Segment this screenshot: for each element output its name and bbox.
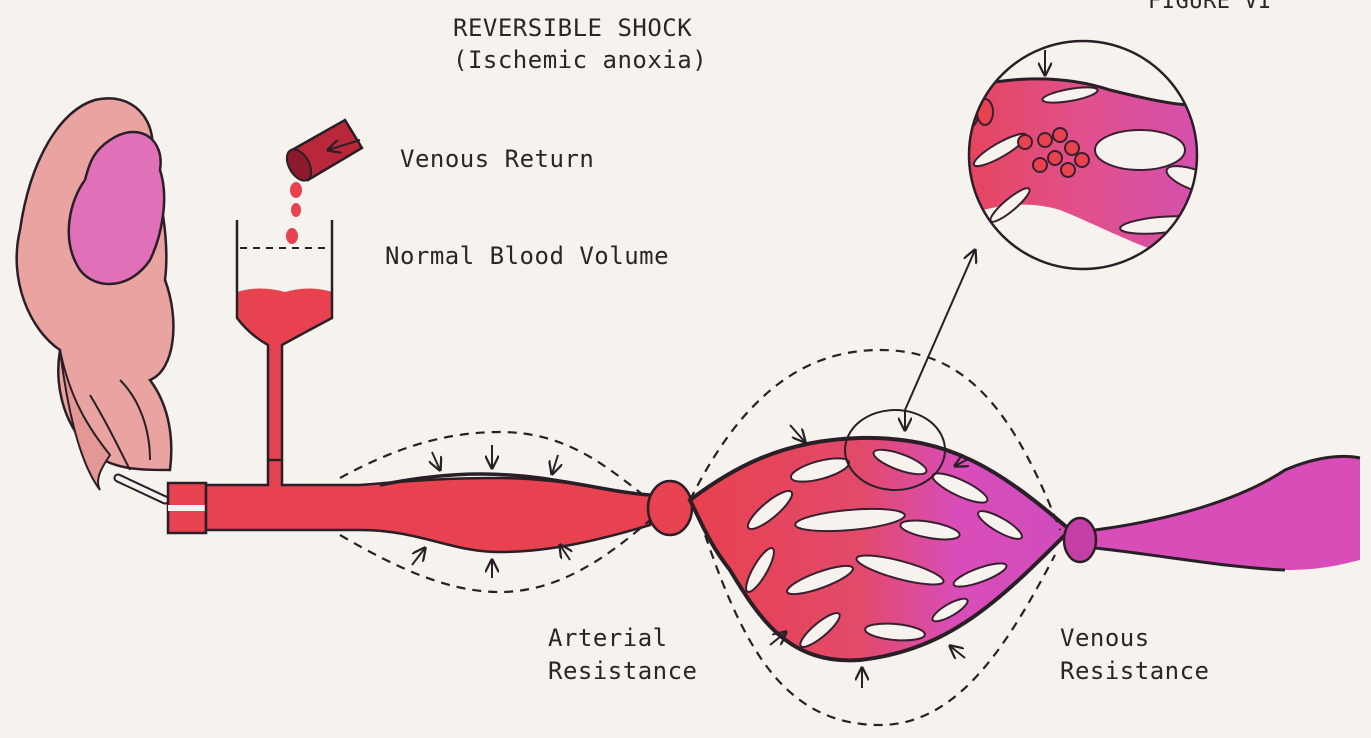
label-venous-resistance-2: Resistance [1060, 655, 1210, 687]
venous-sphincter [1064, 518, 1096, 562]
diagram-subtitle: (Ischemic anoxia) [453, 44, 707, 76]
arterial-sphincter [648, 481, 692, 535]
label-venous-resistance-1: Venous [1060, 622, 1150, 654]
blood-reservoir [237, 220, 332, 460]
label-arterial-resistance-1: Arterial [548, 622, 668, 654]
arterial-vessel [168, 460, 650, 552]
magnify-leader-arrow [905, 250, 975, 410]
magnified-inset [930, 41, 1230, 270]
diagram-title: REVERSIBLE SHOCK [453, 12, 692, 44]
venous-vessel [1095, 456, 1360, 570]
figure-label: FIGURE VI [1148, 0, 1272, 18]
label-arterial-resistance-2: Resistance [548, 655, 698, 687]
label-venous-return: Venous Return [400, 143, 594, 175]
venous-return-vessel [282, 120, 362, 244]
heart-drawing [17, 98, 174, 500]
label-normal-blood-volume: Normal Blood Volume [385, 240, 669, 272]
